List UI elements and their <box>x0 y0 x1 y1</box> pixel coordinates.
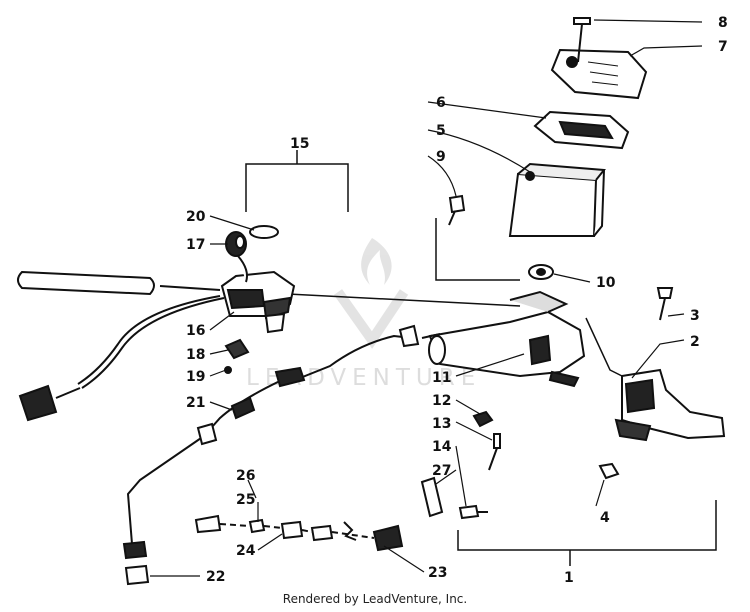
callout-21: 21 <box>186 395 205 411</box>
brake-lever <box>614 368 726 442</box>
leader-lines <box>150 19 703 577</box>
callout-19: 19 <box>186 369 205 385</box>
master-cylinder <box>428 290 586 388</box>
throttle-cable <box>126 324 441 545</box>
switch-housing <box>220 270 296 334</box>
callout-12: 12 <box>432 393 451 409</box>
cover-screw <box>573 17 591 63</box>
callout-11: 11 <box>432 370 451 386</box>
callout-4: 4 <box>600 510 610 526</box>
callout-22: 22 <box>206 569 225 585</box>
callout-1: 1 <box>564 570 574 586</box>
callout-17: 17 <box>186 237 205 253</box>
callout-26: 26 <box>236 468 255 484</box>
bracket-15 <box>245 150 349 212</box>
callouts: 8 7 6 5 9 10 3 2 4 11 12 13 14 27 15 20 … <box>186 15 728 586</box>
bracket-10-frame <box>435 218 623 377</box>
callout-20: 20 <box>186 209 206 225</box>
callout-13: 13 <box>432 416 451 432</box>
nut-4 <box>598 462 620 480</box>
bracket-1 <box>457 500 717 566</box>
callout-8: 8 <box>718 15 728 31</box>
callout-2: 2 <box>690 334 700 350</box>
nut-12 <box>472 410 494 428</box>
switch-18 <box>224 338 250 360</box>
callout-5: 5 <box>436 123 446 139</box>
footer-credit: Rendered by LeadVenture, Inc. <box>282 592 468 606</box>
cable-end-22 <box>122 540 150 586</box>
callout-3: 3 <box>690 308 700 324</box>
bolt-9 <box>448 194 466 226</box>
callout-24: 24 <box>236 543 256 559</box>
callout-18: 18 <box>186 347 205 363</box>
callout-16: 16 <box>186 323 205 339</box>
callout-7: 7 <box>718 39 728 55</box>
switch-27 <box>420 476 444 518</box>
reservoir-gasket <box>533 110 630 150</box>
callout-10: 10 <box>596 275 616 291</box>
gasket-20 <box>249 225 279 239</box>
callout-15: 15 <box>290 136 309 152</box>
wiring-harness <box>18 295 225 422</box>
callout-9: 9 <box>436 149 446 165</box>
callout-23: 23 <box>428 565 447 581</box>
callout-14: 14 <box>432 439 452 455</box>
knob-17 <box>225 231 248 283</box>
wire-kit <box>194 514 404 552</box>
grommet <box>528 264 554 280</box>
callout-27: 27 <box>432 463 451 479</box>
reservoir-body <box>508 162 606 237</box>
switch-14 <box>458 504 488 520</box>
reservoir-cover <box>550 48 648 100</box>
bolt-3 <box>656 287 674 321</box>
pin-13 <box>488 433 501 471</box>
callout-25: 25 <box>236 492 255 508</box>
callout-6: 6 <box>436 95 446 111</box>
